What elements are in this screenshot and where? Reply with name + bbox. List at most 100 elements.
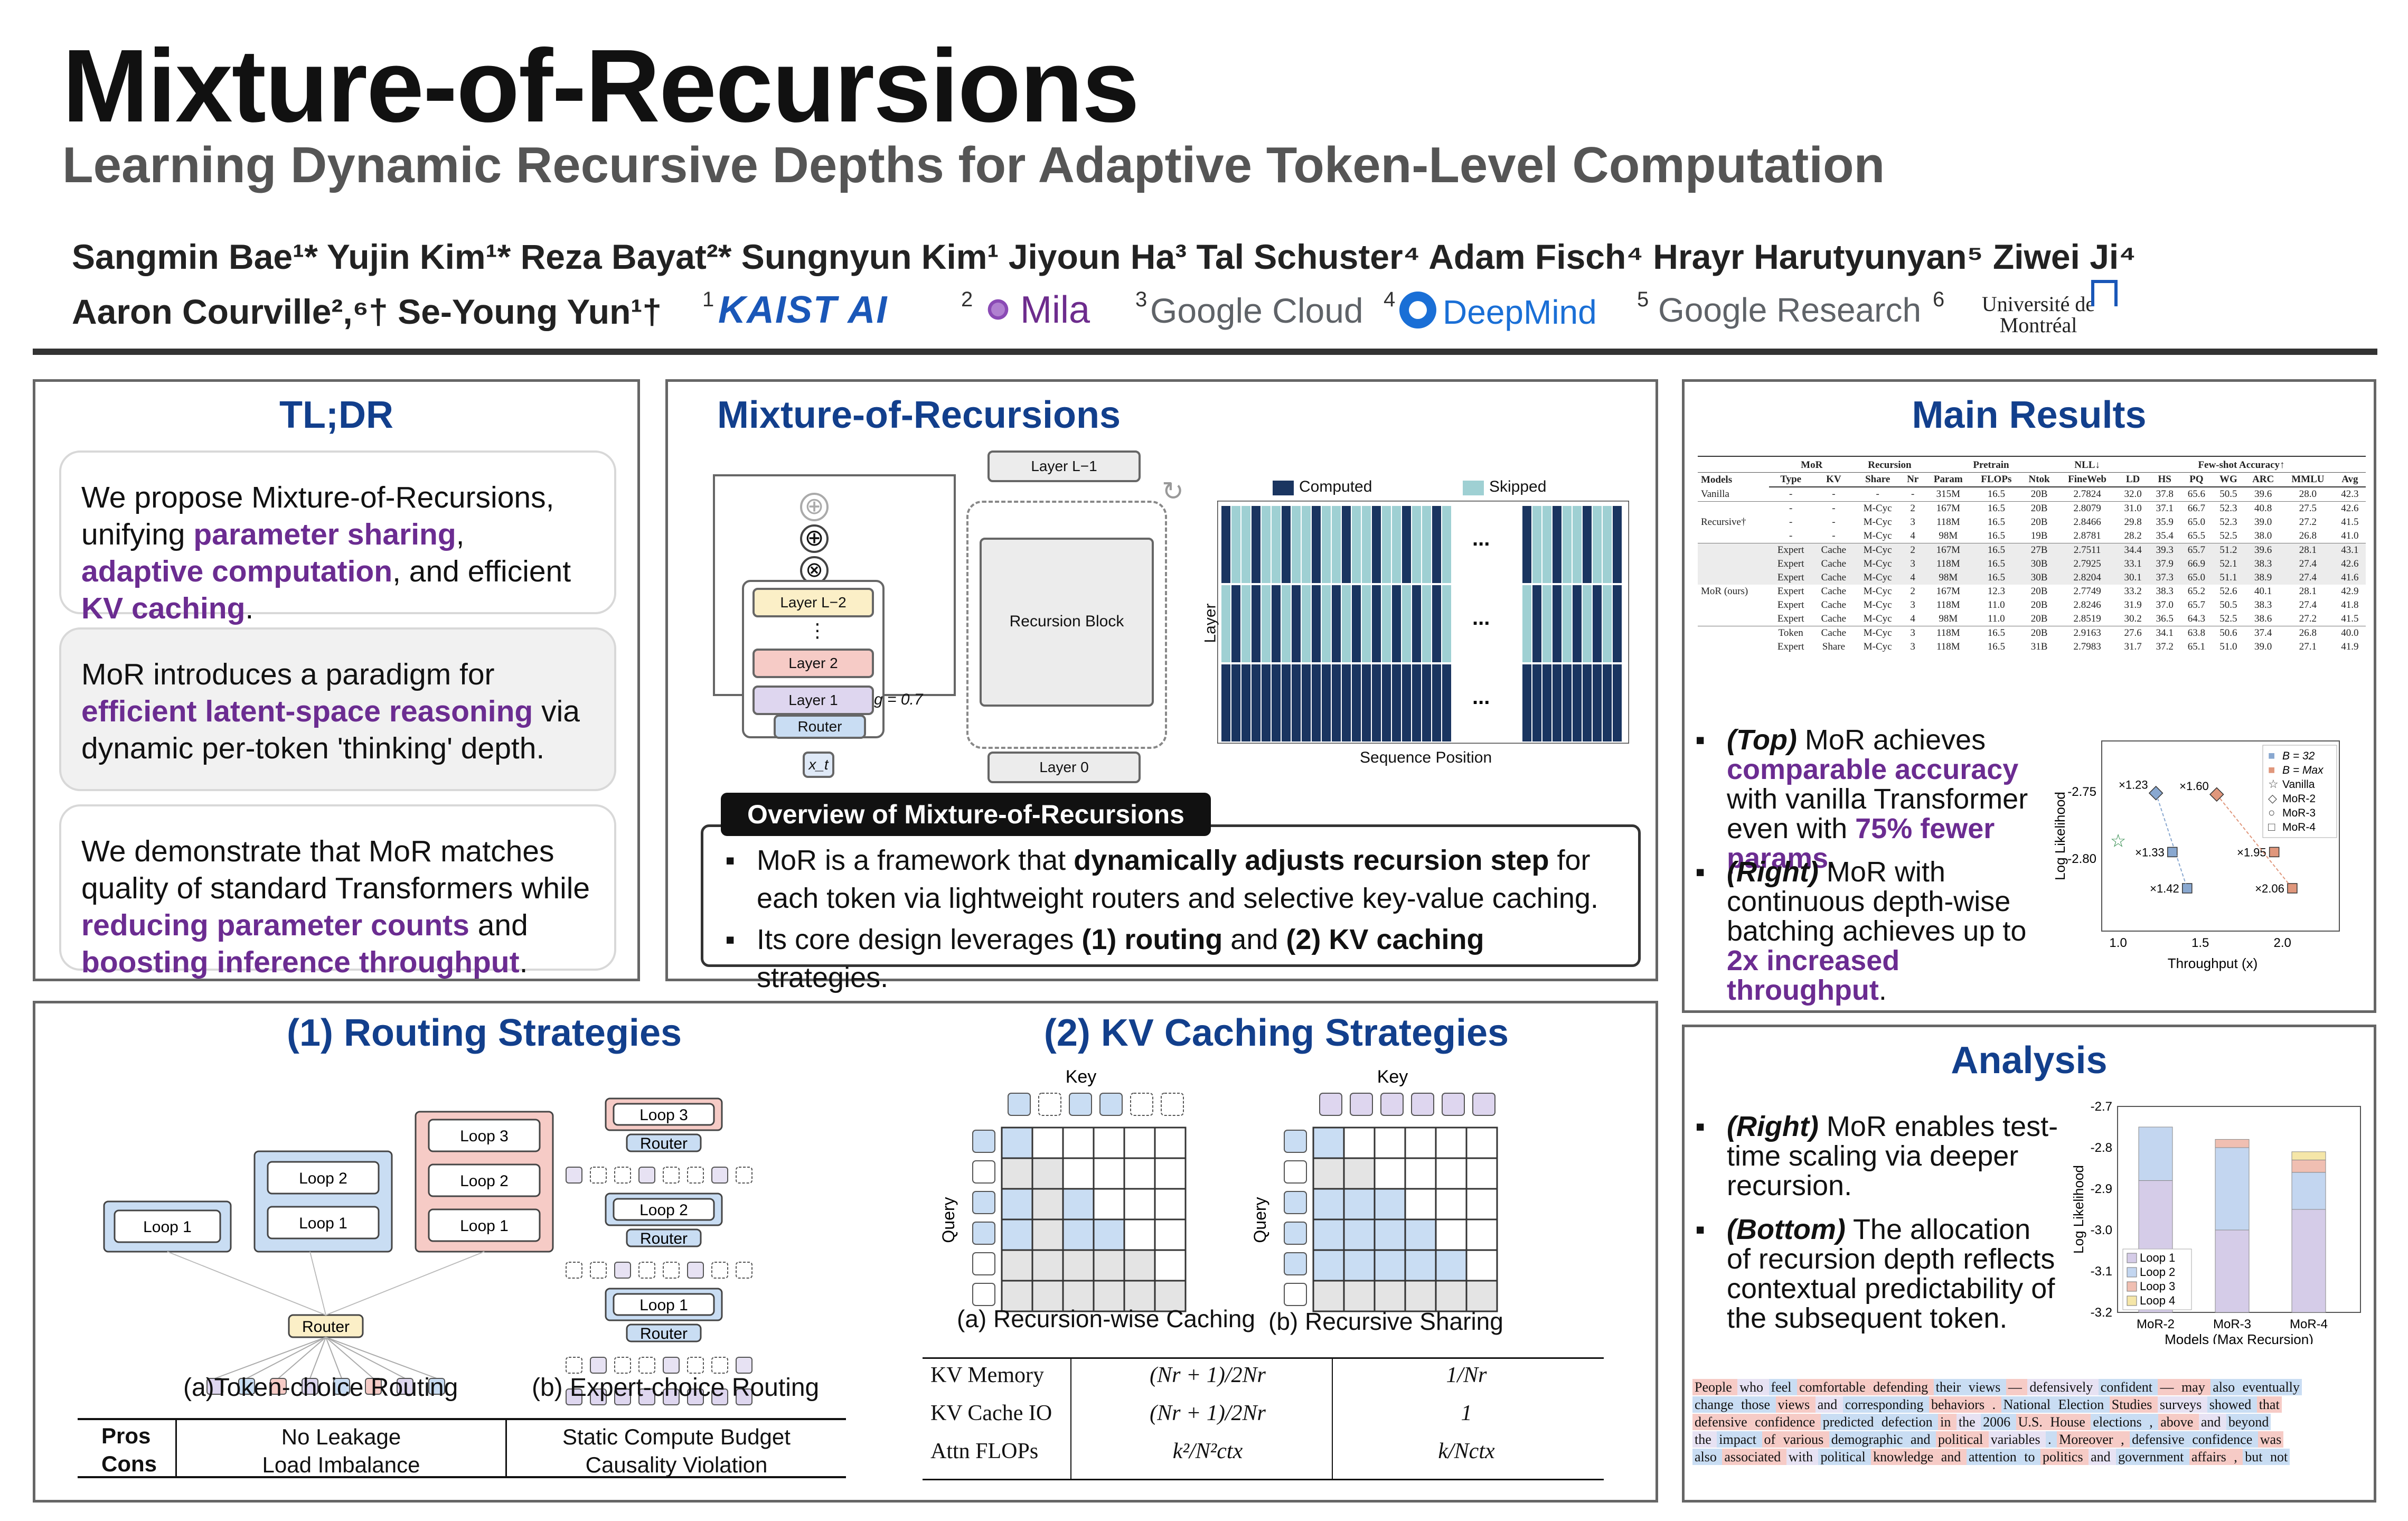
table-cell: 41.0	[2341, 530, 2359, 541]
deepmind-icon	[1399, 292, 1436, 328]
table-header-cell: Ntok	[2020, 472, 2058, 487]
heatmap-ellipsis: ...	[1472, 606, 1490, 630]
heat-token: their	[1933, 1379, 1967, 1395]
expert-token	[711, 1262, 728, 1279]
kv-table-cell: k²/N²ctx	[1172, 1439, 1243, 1463]
table-cell: 2.7511	[2073, 544, 2101, 556]
table-cell: 52.3	[2219, 517, 2237, 528]
heat-token: Moreover	[2057, 1431, 2119, 1448]
heatmap-cell	[1542, 506, 1551, 583]
heatmap-cell	[1542, 585, 1551, 662]
kv-grid-b-cell	[1312, 1157, 1345, 1190]
heatmap-cell	[1312, 506, 1321, 583]
table-group-header: Pretrain	[1924, 458, 2058, 473]
table-cell: 2.8466	[2073, 517, 2101, 528]
table-cell: 37.3	[2156, 572, 2174, 583]
heatmap-cell	[1241, 664, 1250, 741]
heatmap-cell	[1332, 664, 1341, 741]
table-cell	[1698, 612, 1769, 626]
heat-token: demographic	[1829, 1431, 1908, 1448]
kv-grid-a-cell	[1001, 1188, 1033, 1220]
kv-grid-b-cell	[1374, 1126, 1406, 1159]
expert-token	[638, 1262, 655, 1279]
kv-grid-b-cell	[1343, 1157, 1376, 1190]
expert-token	[663, 1167, 680, 1184]
expert-token	[736, 1167, 752, 1184]
table-group-header: Few-shot Accuracy↑	[2117, 458, 2366, 473]
heatmap-cell	[1241, 585, 1250, 662]
table-cell: 98M	[1939, 530, 1958, 541]
expert-input-token	[687, 1388, 704, 1405]
table-cell: 20B	[2030, 613, 2048, 624]
table-cell: 36.5	[2156, 613, 2174, 624]
chart-ytick: -2.8	[2091, 1141, 2112, 1155]
kv-grid-b-cell	[1343, 1188, 1376, 1220]
table-cell: Cache	[1821, 586, 1847, 597]
kv-grid-a-cell	[1031, 1218, 1064, 1251]
table-cell: -	[1911, 489, 1915, 500]
kv-table-cell: Attn FLOPs	[930, 1439, 1039, 1463]
heatmap-cell	[1603, 585, 1612, 662]
legend-marker: ☆	[2268, 777, 2279, 791]
kv-grid-a-cell	[1123, 1188, 1156, 1220]
table-cell: 52.3	[2219, 503, 2237, 514]
poster-subtitle: Learning Dynamic Recursive Depths for Ad…	[62, 137, 1885, 193]
table-cell: 65.0	[2187, 517, 2205, 528]
heatmap-cell	[1312, 585, 1321, 662]
kv-grid-b-key-label: Key	[1377, 1067, 1408, 1087]
layer-last: Layer L−1	[987, 450, 1141, 482]
heatmap-cell	[1221, 664, 1230, 741]
table-cell: 52.5	[2219, 613, 2237, 624]
expert-token	[566, 1262, 582, 1279]
table-cell: 52.5	[2219, 530, 2237, 541]
chart-ytick: -3.2	[2091, 1306, 2112, 1320]
expert-router	[626, 1228, 702, 1247]
router-edge	[325, 1337, 342, 1379]
heat-token: affairs	[2189, 1449, 2232, 1465]
heatmap-cell	[1302, 585, 1311, 662]
analysis-title: Analysis	[1951, 1039, 2108, 1082]
heat-token: confidence	[1753, 1414, 1821, 1430]
plot-xtick: 2.0	[2274, 936, 2291, 950]
table-cell: 30B	[2030, 558, 2048, 569]
loop1-box-b	[267, 1206, 380, 1240]
table-cell: 16.5	[1987, 530, 2005, 541]
table-cell	[1698, 543, 1769, 558]
heat-token: government	[2116, 1449, 2189, 1465]
table-header-cell: Share	[1854, 472, 1901, 487]
table-cell: Share	[1822, 641, 1846, 652]
expert-token	[566, 1167, 582, 1184]
table-cell: 167M	[1936, 503, 1960, 514]
chart-bar	[2138, 1126, 2173, 1181]
kv-grid-b-cell	[1312, 1126, 1345, 1159]
table-cell: 65.2	[2187, 586, 2205, 597]
table-cell: 40.1	[2254, 586, 2272, 597]
table-cell: 16.5	[1987, 544, 2005, 556]
table-cell: 2	[1910, 544, 1915, 556]
heat-token: and	[2198, 1414, 2226, 1430]
heat-token: 2006	[1981, 1414, 2016, 1430]
chart-legend-swatch	[2127, 1281, 2137, 1292]
heat-token: in	[1938, 1414, 1956, 1430]
heatmap-cell	[1412, 585, 1421, 662]
token-box	[302, 1378, 318, 1395]
table-cell: Recursive†	[1701, 517, 1746, 528]
heat-line: also associated with political knowledge…	[1692, 1448, 2374, 1466]
heatmap-cell	[1221, 585, 1230, 662]
expert-input-token	[590, 1388, 607, 1405]
table-cell: 65.7	[2187, 599, 2205, 611]
table-cell: 98M	[1939, 613, 1958, 624]
heatmap-cell	[1372, 664, 1381, 741]
table-cell: 4	[1910, 572, 1915, 583]
kv-grid-a-key-token	[1161, 1093, 1184, 1116]
kv-grid-b-cell	[1404, 1157, 1437, 1190]
table-cell: 31.7	[2124, 641, 2142, 652]
chart-bar	[2291, 1209, 2326, 1313]
heatmap-cell	[1252, 506, 1261, 583]
loop-arrow-icon: ↻	[1162, 476, 1184, 506]
table-cell: 4	[1910, 530, 1915, 541]
